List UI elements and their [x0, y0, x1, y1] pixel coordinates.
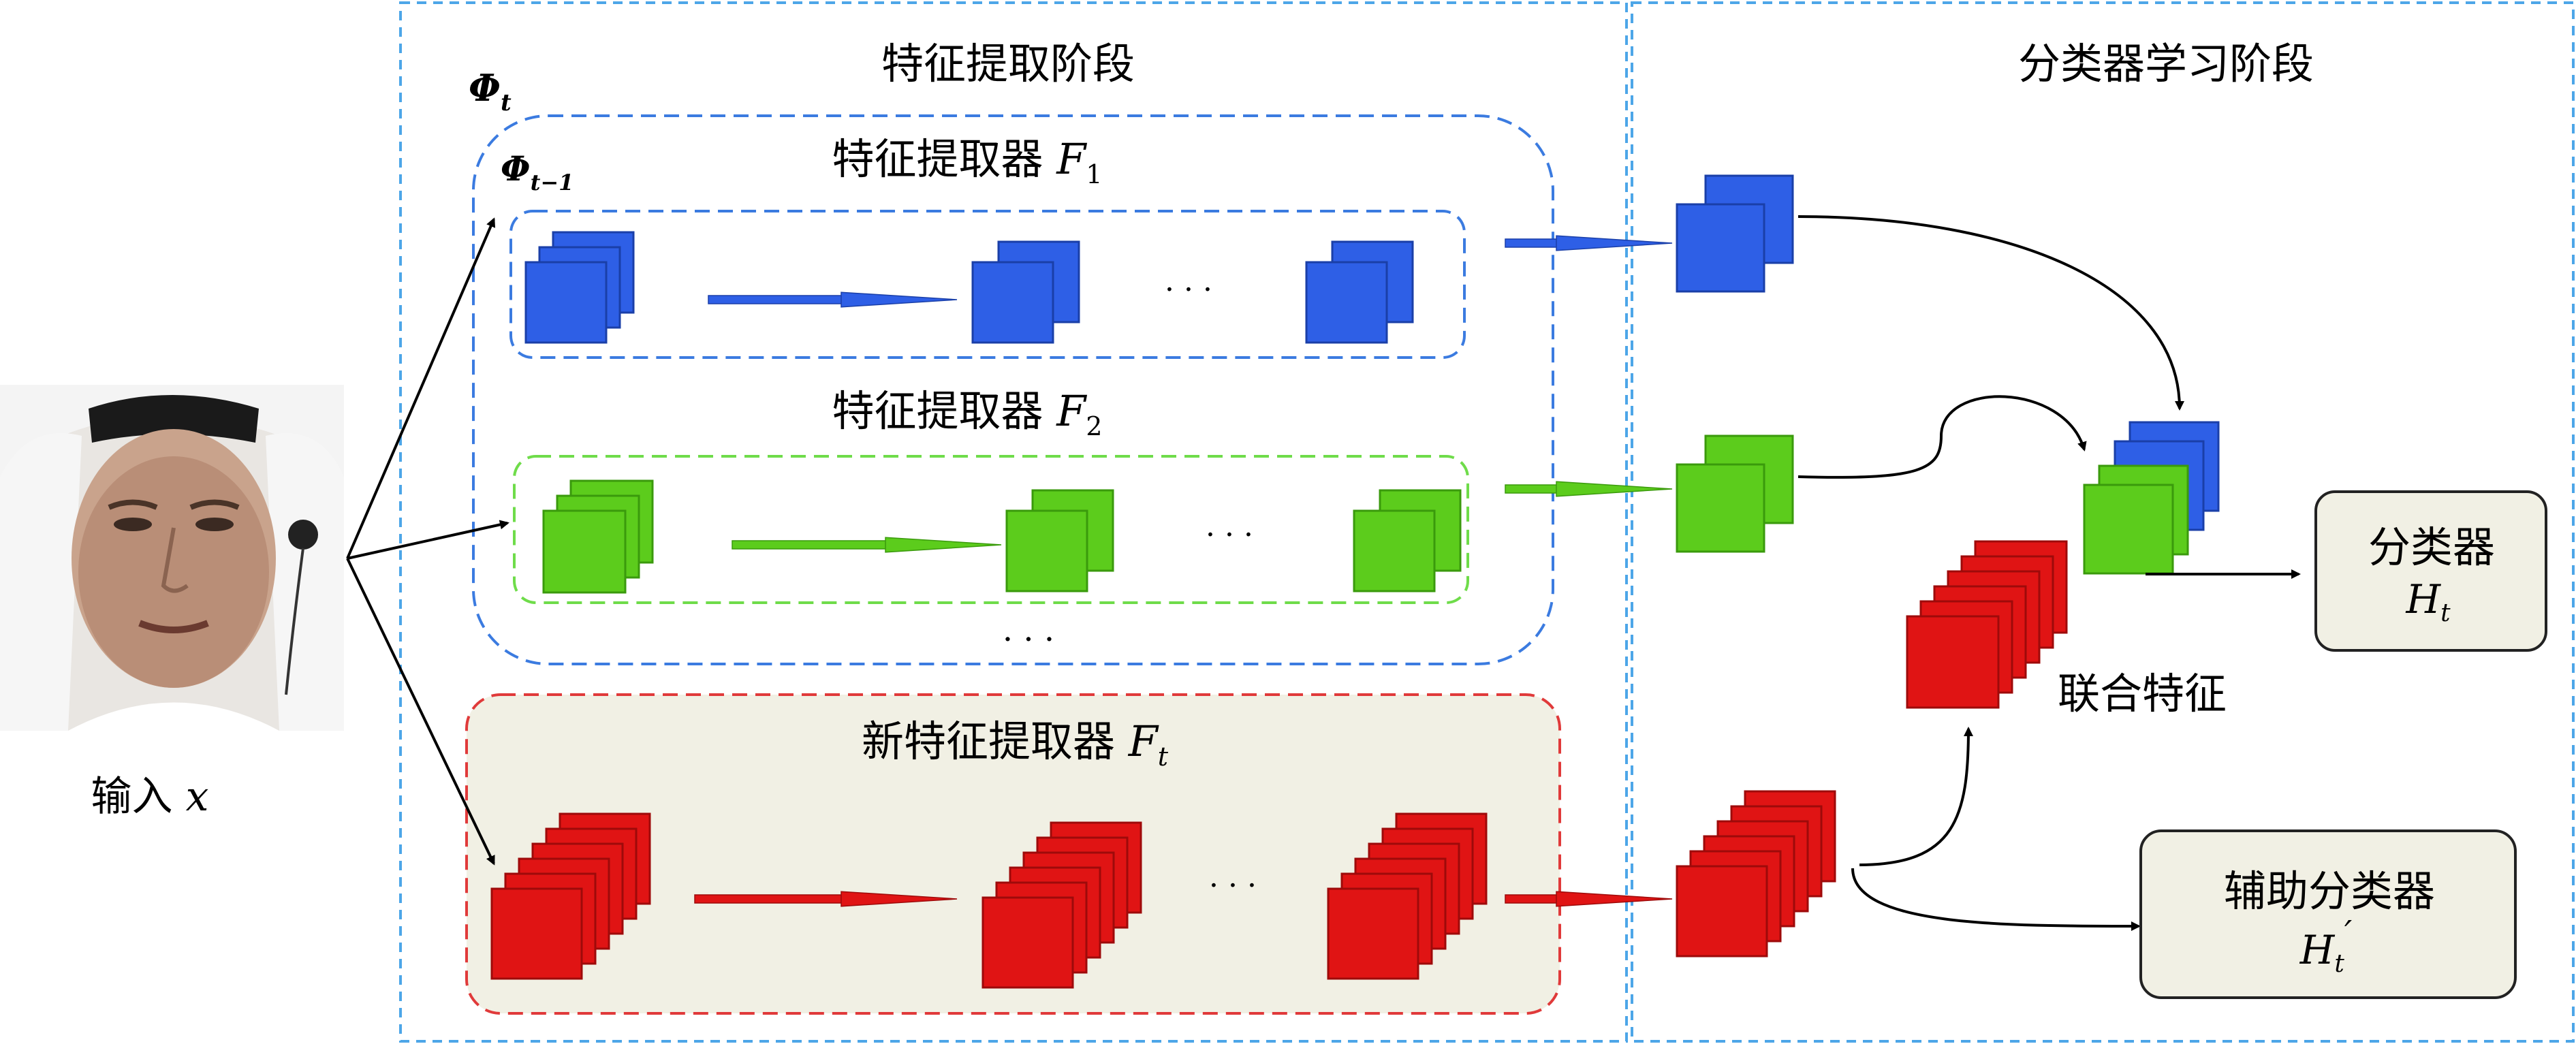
f2-last-feature-map-layer: [1353, 509, 1436, 592]
classifier-stage-frame: [1631, 1, 2575, 1043]
f1-flow-arrow-b: [1505, 235, 1673, 251]
joint-green-layers: [2083, 464, 2189, 575]
f2-last-feature-map: [1353, 489, 1462, 592]
aux-classifier-label: 辅助分类器: [2224, 866, 2435, 916]
flow-arrows: [694, 235, 1673, 907]
ft-mid-feature-map-layer: [981, 896, 1074, 989]
joint-red-layers: [1906, 540, 2068, 709]
classifier-ht-symbol: Ht: [2405, 576, 2451, 627]
f2-input-feature-map: [542, 479, 654, 594]
extractor-f1-title: 特征提取器 F1: [832, 134, 1103, 189]
extractor-ft-frame: [465, 693, 1561, 1015]
cls-green-feature-map: [1676, 434, 1794, 553]
feature-stage-title: 特征提取阶段: [881, 39, 1135, 89]
f1-last-feature-map-layer: [1305, 261, 1388, 344]
cls-blue-feature-map: [1676, 174, 1794, 293]
stage-frames: [399, 1, 2575, 1043]
f1-input-feature-map: [524, 231, 635, 344]
phi-t-minus-1-label: Φt−1: [501, 148, 574, 195]
red-to-joint-curve: [1859, 727, 1973, 866]
ft-flow-arrow-a: [694, 891, 958, 907]
cls-red-feature-map: [1676, 790, 1836, 958]
extractor-f1-frame: [509, 210, 1466, 359]
extractor-ft-title: 新特征提取器 Ft: [862, 716, 1169, 772]
green-to-joint-curve: [1797, 395, 2087, 479]
ft-ellipsis: · · ·: [1209, 868, 1257, 903]
more-extractors-ellipsis: · · ·: [1003, 620, 1054, 659]
aux-classifier-box: 辅助分类器 Ht′: [2139, 829, 2517, 999]
aux-classifier-symbol: Ht′: [2299, 913, 2353, 978]
f2-input-feature-map-layer: [542, 509, 627, 594]
ft-last-feature-map: [1327, 812, 1488, 980]
classifier-stage-title: 分类器学习阶段: [2018, 39, 2314, 89]
f1-flow-arrow-a: [708, 291, 958, 308]
joint-red-layers-layer: [1906, 615, 2000, 709]
extractor-f2-title: 特征提取器 F2: [832, 386, 1103, 441]
f2-mid-feature-map-layer: [1005, 509, 1088, 592]
extractor-f2-frame: [513, 455, 1469, 604]
ft-mid-feature-map: [981, 821, 1142, 989]
cls-blue-feature-map-layer: [1676, 203, 1765, 293]
classifier-curves: [1797, 215, 2301, 931]
f1-mid-feature-map: [971, 240, 1080, 344]
ft-flow-arrow-b: [1505, 891, 1673, 907]
classifier-ht-box: 分类器 Ht: [2314, 490, 2547, 652]
input-label: 输入 x: [91, 773, 209, 821]
f1-input-feature-map-layer: [524, 261, 608, 344]
f2-ellipsis: · · ·: [1206, 518, 1253, 552]
f1-mid-feature-map-layer: [971, 261, 1054, 344]
input-face-image: [0, 385, 344, 731]
ft-last-feature-map-layer: [1327, 887, 1419, 980]
feature-maps: [490, 174, 2220, 989]
phi-t-frame: [472, 114, 1554, 665]
classifier-ht-label: 分类器: [2368, 522, 2495, 572]
joint-green-layers-layer: [2083, 484, 2174, 575]
joint-feature-label: 联合特征: [2058, 669, 2227, 718]
f1-ellipsis: · · ·: [1165, 272, 1212, 307]
f1-last-feature-map: [1305, 240, 1414, 344]
f2-mid-feature-map: [1005, 489, 1114, 592]
f2-flow-arrow-a: [732, 537, 1002, 553]
blue-to-joint-curve: [1797, 215, 2184, 411]
cls-red-feature-map-layer: [1676, 865, 1768, 958]
cls-green-feature-map-layer: [1676, 463, 1765, 553]
feature-stage-frame: [399, 1, 1628, 1043]
ft-input-feature-map: [490, 812, 651, 980]
phi-t-label: Φt: [469, 66, 512, 116]
red-to-aux-curve: [1851, 868, 2141, 931]
f2-flow-arrow-b: [1505, 481, 1673, 497]
ft-input-feature-map-layer: [490, 887, 583, 980]
input-branch-arrows: [346, 217, 509, 866]
